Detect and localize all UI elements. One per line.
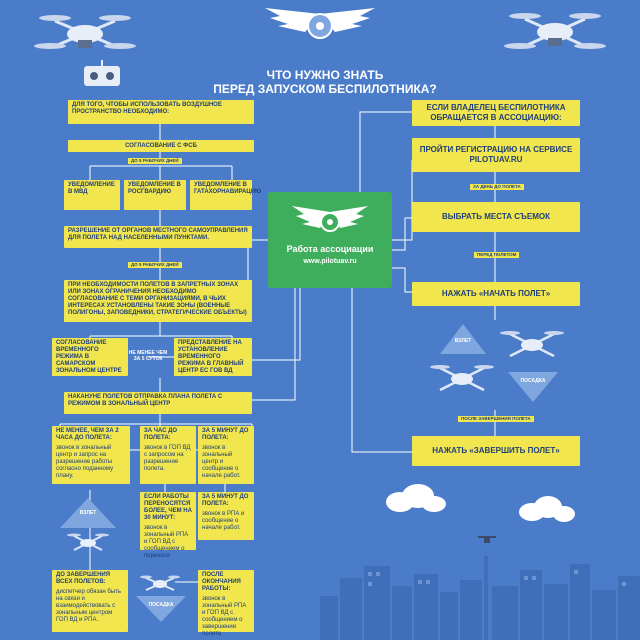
until-end-title: До завершения всех полетов:	[56, 572, 111, 585]
day-before-label: за день до полета	[470, 184, 524, 190]
association-name: Работа ассоциации	[286, 244, 374, 254]
wings-emblem-icon	[265, 8, 375, 39]
until-end-text: диспетчер обязан быть на связи и взаимод…	[56, 589, 122, 623]
drone-icon	[504, 13, 606, 49]
takeoff-label: ВЗЛЕТ	[454, 338, 472, 344]
drone-icon	[34, 15, 136, 49]
step-postpone-title: Если работы переносятся более, чем на 30…	[144, 494, 192, 521]
step-1h-title: За час до полета:	[144, 428, 178, 441]
takeoff-triangle-icon	[60, 498, 116, 528]
step-2h-title: Не менее, чем за 2 часа до полета:	[56, 428, 119, 441]
cloud-icon	[386, 484, 446, 512]
remote-controller-icon	[84, 60, 120, 86]
step-1h-box: За час до полета: звонок в ГОП ВД с запр…	[140, 426, 196, 484]
step-1h-text: звонок в ГОП ВД с запросом на разрешение…	[144, 445, 191, 472]
step-5min-rpa-text: звонок в РПА и сообщение о начале работ.	[202, 511, 245, 531]
step-2h-box: Не менее, чем за 2 часа до полета: звоно…	[52, 426, 130, 484]
fsb-box: Согласование с ФСБ	[68, 140, 254, 152]
city-skyline	[320, 556, 640, 640]
landing-triangle-icon	[136, 596, 186, 622]
landing-label: ПОСАДКА	[148, 602, 174, 608]
notify-rosgvardia-title: Уведомление в Росгвардию	[128, 182, 181, 195]
association-url[interactable]: www.pilotuav.ru	[303, 258, 357, 265]
landing-triangle-icon	[508, 372, 558, 402]
landing-label: ПОСАДКА	[520, 378, 546, 384]
notify-mvd-title: Уведомление в МВД	[68, 182, 115, 195]
notify-mvd-box: Уведомление в МВД	[64, 180, 120, 210]
plan-box: Накануне полетов отправка плана полета с…	[64, 392, 252, 414]
intro-box: Для того, чтобы использовать воздушное п…	[68, 100, 254, 124]
drone-icon	[430, 365, 494, 392]
register-box[interactable]: Пройти регистрацию на сервисе PILOTUAV.R…	[412, 138, 580, 172]
restricted-zones-box: При необходимости полетов в запретных зо…	[64, 280, 252, 322]
after-work-title: После окончания работы:	[202, 572, 241, 592]
step-2h-text: звонок в зональный центр и запрос на раз…	[56, 445, 114, 479]
days-label: до 5 рабочих дней	[128, 158, 182, 164]
before-flight-label: перед полетом	[474, 252, 520, 258]
step-5min-rpa-box: За 5 минут до полета: звонок в РПА и соо…	[198, 492, 254, 540]
start-flight-box[interactable]: Нажать «Начать полет»	[412, 282, 580, 306]
association-card: Работа ассоциации www.pilotuav.ru	[268, 192, 392, 288]
until-end-box: До завершения всех полетов: диспетчер об…	[52, 570, 128, 632]
after-flight-label: после завершения полета	[458, 416, 534, 422]
notify-rosgvardia-box: Уведомление в Росгвардию	[124, 180, 186, 210]
title-line-1: ЧТО НУЖНО ЗНАТЬ	[266, 68, 384, 82]
notify-third-box: Уведомление в Гатахорнавирацию	[190, 180, 261, 210]
after-work-box: После окончания работы: звонок в зональн…	[198, 570, 254, 637]
takeoff-label: ВЗЛЕТ	[79, 510, 97, 516]
after-work-text: звонок в зональный РПА и ГОП ВД с сообще…	[202, 596, 247, 637]
small-drone-icon	[478, 536, 496, 543]
step-postpone-text: звонок в зональный РПА и ГОП ВД с сообще…	[144, 525, 189, 559]
takeoff-triangle-icon	[440, 324, 486, 354]
present-box: Представление на установление временного…	[174, 338, 252, 376]
page-title: ЧТО НУЖНО ЗНАТЬ ПЕРЕД ЗАПУСКОМ БЕСПИЛОТН…	[200, 68, 450, 96]
step-5min-box: За 5 минут до полета: звонок в зональный…	[198, 426, 254, 484]
no-less-than-label: не менее чем за 5 суток	[128, 350, 168, 362]
local-gov-box: Разрешение от органов местного самоуправ…	[64, 226, 252, 248]
wings-emblem-icon	[292, 206, 368, 232]
step-5min-rpa-title: За 5 минут до полета:	[202, 494, 249, 507]
drone-icon	[140, 575, 180, 591]
step-postpone-box: Если работы переносятся более, чем на 30…	[140, 492, 196, 559]
step-5min-text: звонок в зональный центр и сообщение о н…	[202, 445, 241, 479]
step-5min-title: За 5 минут до полета:	[202, 428, 249, 441]
title-line-2: ПЕРЕД ЗАПУСКОМ БЕСПИЛОТНИКА?	[213, 82, 437, 96]
samara-box: Согласование временного режима в Самарск…	[52, 338, 128, 376]
owner-box: Если владелец беспилотника обращается в …	[412, 100, 580, 126]
finish-flight-box[interactable]: Нажать «Завершить полет»	[412, 436, 580, 466]
drone-icon	[67, 533, 109, 551]
cloud-icon	[519, 496, 575, 522]
days-label: до 5 рабочих дней	[128, 262, 182, 268]
choose-places-box[interactable]: Выбрать места съемок	[412, 202, 580, 232]
drone-icon	[500, 331, 564, 358]
notify-third-title: Уведомление в Гатахорнавирацию	[194, 182, 262, 195]
